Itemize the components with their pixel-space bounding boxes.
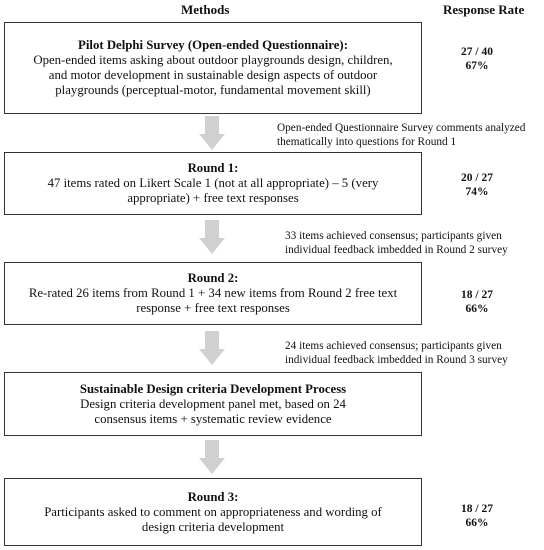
stage-line: Open-ended items asking about outdoor pl…	[33, 53, 393, 67]
rate-percent: 66%	[465, 517, 489, 529]
rate-percent: 74%	[465, 186, 489, 198]
rate-round3: 18 / 27 66%	[447, 502, 507, 530]
transition-note: Open-ended Questionnaire Survey comments…	[277, 121, 525, 149]
stage-title: Round 3:	[187, 489, 239, 504]
down-arrow-icon	[199, 440, 225, 474]
note-line: thematically into questions for Round 1	[277, 136, 457, 148]
rate-count: 18 / 27	[461, 289, 493, 301]
rate-count: 18 / 27	[461, 503, 493, 515]
note-line: 24 items achieved consensus; participant…	[285, 340, 502, 352]
response-rate-header: Response Rate	[443, 2, 525, 17]
stage-line: 47 items rated on Likert Scale 1 (not at…	[47, 176, 379, 190]
rate-round1: 20 / 27 74%	[447, 171, 507, 199]
stage-round1-box: Round 1: 47 items rated on Likert Scale …	[4, 152, 422, 215]
stage-design-criteria-box: Sustainable Design criteria Development …	[4, 372, 422, 436]
note-line: individual feedback imbedded in Round 3 …	[285, 354, 508, 366]
stage-line: response + free text responses	[136, 301, 290, 315]
rate-percent: 66%	[465, 303, 489, 315]
stage-line: Re-rated 26 items from Round 1 + 34 new …	[28, 286, 398, 300]
methods-header: Methods	[181, 2, 230, 17]
rate-round2: 18 / 27 66%	[447, 288, 507, 316]
stage-line: design criteria development	[141, 519, 285, 534]
stage-title: Sustainable Design criteria Development …	[79, 381, 347, 396]
stage-line: consensus items + systematic review evid…	[94, 411, 332, 426]
note-line: individual feedback imbedded in Round 2 …	[285, 244, 508, 256]
stage-title: Pilot Delphi Survey (Open-ended Question…	[78, 38, 348, 52]
rate-count: 20 / 27	[461, 172, 493, 184]
note-line: Open-ended Questionnaire Survey comments…	[277, 122, 526, 134]
rate-percent: 67%	[465, 60, 489, 72]
rate-pilot: 27 / 40 67%	[447, 45, 507, 73]
stage-round3-box: Round 3: Participants asked to comment o…	[4, 478, 422, 546]
down-arrow-icon	[199, 331, 225, 365]
stage-line: Design criteria development panel met, b…	[80, 396, 346, 411]
stage-line: appropriate) + free text responses	[127, 191, 299, 205]
stage-title: Round 2:	[187, 271, 239, 285]
down-arrow-icon	[199, 220, 225, 254]
note-line: 33 items achieved consensus; participant…	[285, 230, 502, 242]
transition-note: 24 items achieved consensus; participant…	[285, 339, 508, 367]
stage-line: playgrounds (perceptual-motor, fundament…	[55, 83, 371, 97]
down-arrow-icon	[199, 116, 225, 150]
stage-pilot-delphi-box: Pilot Delphi Survey (Open-ended Question…	[4, 22, 422, 114]
stage-line: and motor development in sustainable des…	[48, 68, 378, 82]
transition-note: 33 items achieved consensus; participant…	[285, 229, 508, 257]
stage-title: Round 1:	[187, 161, 239, 175]
rate-count: 27 / 40	[461, 46, 493, 58]
stage-line: Participants asked to comment on appropr…	[44, 504, 382, 519]
stage-round2-box: Round 2: Re-rated 26 items from Round 1 …	[4, 262, 422, 325]
